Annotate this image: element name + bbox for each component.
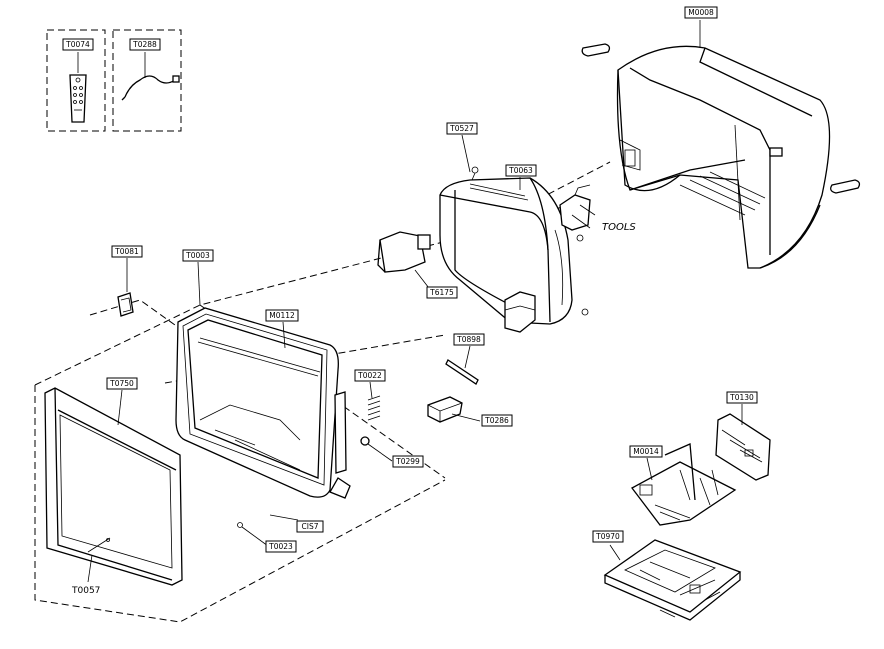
label-screw-bottom-text: T0023 [268, 542, 293, 551]
label-cable: T0288 [129, 38, 161, 51]
label-remote-text: T0074 [65, 40, 90, 49]
switch-block [427, 396, 463, 423]
front-panel [44, 387, 183, 586]
crt-tube [439, 166, 596, 325]
label-cabinet-back-text: M0008 [688, 8, 714, 17]
label-cis: CIS7 [296, 520, 324, 533]
label-knob: T0299 [392, 455, 424, 468]
label-screw-top-text: T0527 [449, 124, 474, 133]
label-cable-text: T0288 [132, 40, 157, 49]
label-board-small: T0130 [726, 391, 758, 404]
yoke-assembly [377, 231, 536, 333]
label-switch-block-text: T0286 [484, 416, 509, 425]
label-tools-text: TOOLS [602, 222, 636, 233]
label-cabinet-back: M0008 [684, 6, 718, 19]
label-wire-strip: T0898 [453, 333, 485, 346]
label-bracket: M0014 [629, 445, 663, 458]
label-foot-text: T0057 [71, 586, 100, 596]
main-pcb [603, 539, 742, 621]
label-bezel-text: M0112 [269, 311, 295, 320]
label-bezel: M0112 [265, 309, 299, 322]
label-front-panel: T0750 [106, 377, 138, 390]
label-board-small-text: T0130 [729, 393, 754, 402]
label-main-board: T0970 [592, 530, 624, 543]
remote-control-inset [46, 29, 106, 132]
label-front-panel-text: T0750 [109, 379, 134, 388]
leader-lines [77, 20, 743, 583]
label-front-frame-text: T0003 [185, 251, 210, 260]
label-clip: T0081 [111, 245, 143, 258]
front-frame [175, 307, 381, 499]
label-speaker-text: T0022 [357, 371, 382, 380]
label-clip-text: T0081 [114, 247, 139, 256]
label-yoke-text: T6175 [429, 288, 454, 297]
label-main-board-text: T0970 [595, 532, 620, 541]
label-cis-text: CIS7 [302, 522, 319, 531]
small-pcb [715, 413, 771, 481]
label-bracket-text: M0014 [633, 447, 659, 456]
label-speaker: T0022 [354, 369, 386, 382]
label-remote: T0074 [62, 38, 94, 51]
rear-cabinet [581, 43, 861, 269]
screw-bottom-part [237, 522, 243, 528]
label-screw-bottom: T0023 [265, 540, 297, 553]
clip-part [117, 292, 134, 317]
label-crt-text: T0063 [508, 166, 533, 175]
label-wire-strip-text: T0898 [456, 335, 481, 344]
cable-inset [112, 29, 182, 132]
label-front-frame: T0003 [182, 249, 214, 262]
label-screw-top: T0527 [446, 122, 478, 135]
label-switch-block: T0286 [481, 414, 513, 427]
bracket-assembly [631, 443, 737, 526]
label-knob-text: T0299 [395, 457, 420, 466]
label-yoke: T6175 [426, 286, 458, 299]
label-crt: T0063 [505, 164, 537, 177]
wire-strip [445, 359, 479, 385]
